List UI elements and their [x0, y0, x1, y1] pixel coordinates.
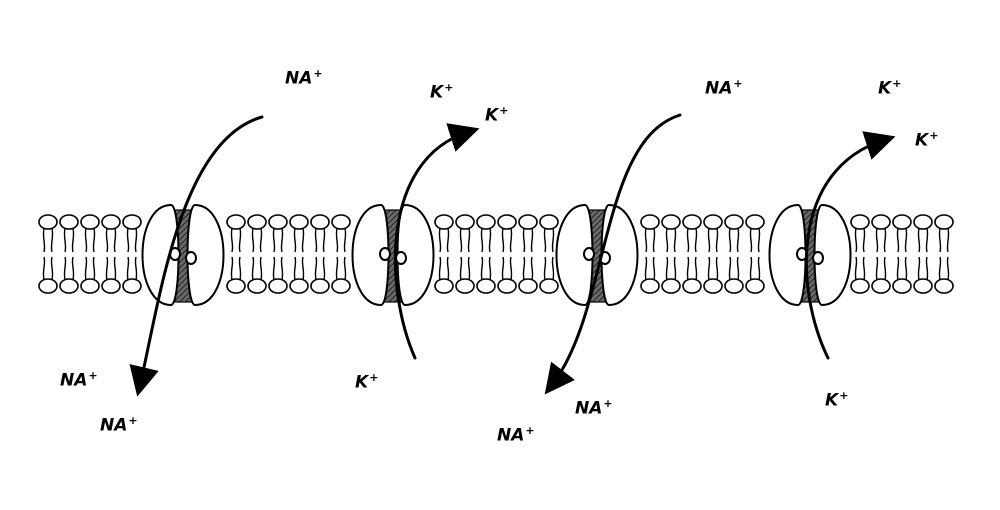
lipid-molecule [455, 214, 475, 253]
lipid-molecule [434, 256, 454, 294]
ion-channel-2 [351, 203, 435, 307]
sodium-label-bottom-1b: NA+ [100, 414, 138, 436]
lipid-molecule [122, 256, 142, 294]
lipid-molecule [871, 214, 891, 253]
lipid-molecule [247, 256, 267, 294]
lipid-molecule [476, 214, 496, 253]
sodium-label-top-3: NA+ [705, 77, 743, 99]
lipid-molecule [226, 214, 246, 253]
ion-channel-4 [768, 203, 852, 307]
lipid-molecule [745, 256, 765, 294]
lipid-molecule [640, 214, 660, 253]
lipid-molecule [892, 256, 912, 294]
potassium-label-top-4a: K+ [878, 77, 902, 99]
lipid-molecule [892, 214, 912, 253]
lipid-molecule [913, 256, 933, 294]
ion-flow-arrows [129, 113, 896, 397]
lipid-molecule [497, 256, 517, 294]
lipid-molecule [539, 214, 559, 253]
lipid-molecule [640, 256, 660, 294]
lipid-molecule [518, 256, 538, 294]
potassium-label-top-4b: K+ [915, 129, 939, 151]
lipid-molecule [226, 256, 246, 294]
lipid-molecule [497, 214, 517, 253]
sodium-label-bottom-1a: NA+ [60, 369, 98, 391]
ion-channel-1 [141, 203, 225, 307]
lipid-molecule [434, 214, 454, 253]
lipid-molecule [745, 214, 765, 253]
lipid-molecule [724, 256, 744, 294]
lipid-molecule [59, 214, 79, 253]
ion-channel-3 [555, 203, 639, 307]
lipid-molecule [289, 214, 309, 253]
lipid-molecule [38, 256, 58, 294]
sodium-label-top-1: NA+ [285, 67, 323, 89]
lipid-molecule [268, 256, 288, 294]
lipid-molecule [703, 256, 723, 294]
potassium-label-bottom-4: K+ [825, 389, 849, 411]
lipid-molecule [80, 256, 100, 294]
ion-channels [141, 203, 852, 307]
lipid-molecule [539, 256, 559, 294]
sodium-label-bottom-3b: NA+ [497, 424, 535, 446]
lipid-molecule [331, 256, 351, 294]
potassium-label-top-2a: K+ [430, 81, 454, 103]
potassium-label-bottom-2: K+ [355, 371, 379, 393]
lipid-molecule [476, 256, 496, 294]
lipid-molecule [122, 214, 142, 253]
potassium-label-top-2b: K+ [485, 104, 509, 126]
flow-arrow-2 [393, 123, 480, 360]
flow-arrow-3 [544, 113, 682, 395]
lipid-molecule [934, 256, 954, 294]
lipid-molecule [661, 214, 681, 253]
lipid-molecule [871, 256, 891, 294]
lipid-molecule [913, 214, 933, 253]
lipid-molecule [934, 214, 954, 253]
lipid-molecule [268, 214, 288, 253]
lipid-molecule [310, 214, 330, 253]
sodium-label-bottom-3a: NA+ [575, 397, 613, 419]
lipid-molecule [59, 256, 79, 294]
lipid-molecule [703, 214, 723, 253]
lipid-molecule [518, 214, 538, 253]
lipid-molecule [247, 214, 267, 253]
flow-arrow-4 [804, 131, 896, 360]
lipid-bilayer [38, 214, 954, 294]
lipid-molecule [101, 214, 121, 253]
lipid-molecule [38, 214, 58, 253]
lipid-molecule [661, 256, 681, 294]
lipid-molecule [331, 214, 351, 253]
lipid-molecule [682, 214, 702, 253]
lipid-molecule [80, 214, 100, 253]
lipid-molecule [850, 214, 870, 253]
lipid-molecule [289, 256, 309, 294]
lipid-molecule [101, 256, 121, 294]
lipid-molecule [682, 256, 702, 294]
lipid-molecule [724, 214, 744, 253]
flow-arrow-1 [129, 115, 264, 397]
lipid-molecule [850, 256, 870, 294]
lipid-molecule [455, 256, 475, 294]
lipid-molecule [310, 256, 330, 294]
